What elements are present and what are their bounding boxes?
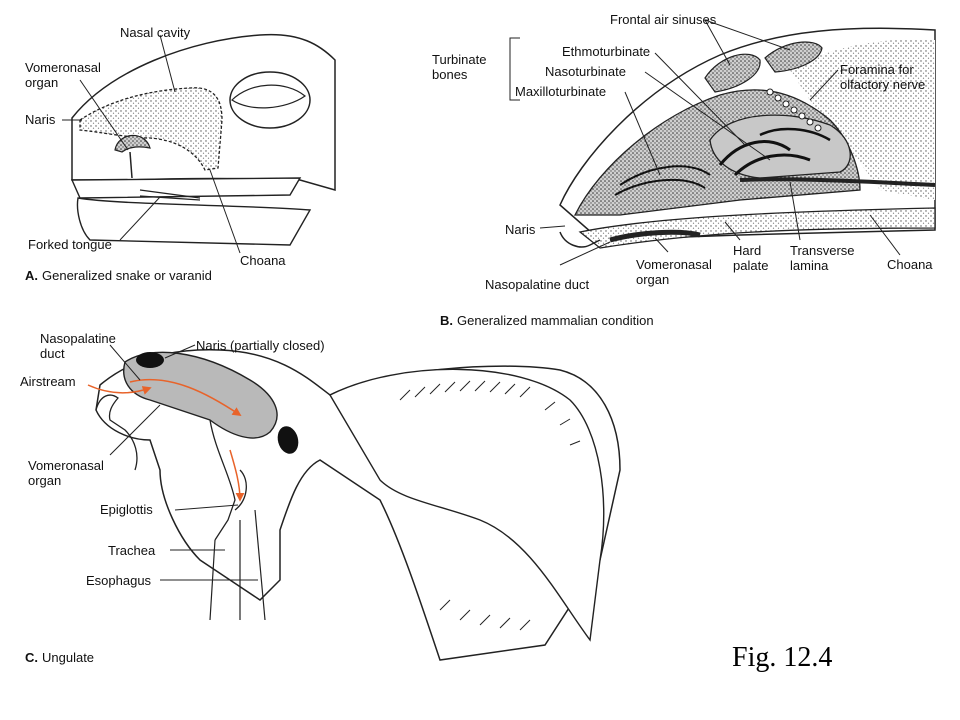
panel-b-drawing <box>509 19 936 266</box>
label-b-ethmoturbinate: Ethmoturbinate <box>562 44 651 59</box>
label-a-vomeronasal-organ: Vomeronasal organ <box>25 60 101 90</box>
hard-palate <box>578 207 936 249</box>
label-b-turbinate-bones: Turbinate bones <box>432 52 487 82</box>
label-b-transverse-lamina: Transverse lamina <box>790 243 855 273</box>
snake-nasal-cavity <box>79 87 223 171</box>
ungulate-naris <box>136 352 164 368</box>
mammal-snout <box>559 231 601 248</box>
snake-forked-tongue <box>139 189 201 201</box>
label-b-naris: Naris <box>505 222 536 237</box>
ungulate-horn <box>329 368 605 642</box>
olfactory-foramina <box>766 88 822 132</box>
ungulate-pharynx <box>209 419 236 541</box>
ungulate-esophagus <box>254 509 266 621</box>
ungulate-eye <box>277 426 299 454</box>
frontal-sinus-1 <box>704 53 761 93</box>
panel-a-drawing <box>62 33 336 254</box>
label-c-vomeronasal-organ: Vomeronasal organ <box>28 458 104 488</box>
label-c-airstream: Airstream <box>20 374 76 389</box>
ungulate-epiglottis <box>234 469 247 511</box>
label-b-frontal-air-sinuses: Frontal air sinuses <box>610 12 717 27</box>
horn-ridges <box>399 380 581 631</box>
ungulate-nasal-cavity <box>123 351 278 439</box>
label-a-naris: Naris <box>25 112 56 127</box>
caption-b: B. Generalized mammalian condition <box>440 313 654 328</box>
label-b-hard-palate: Hard palate <box>733 243 769 273</box>
transverse-lamina <box>739 177 936 187</box>
caption-a-text: Generalized snake or varanid <box>42 268 212 283</box>
label-c-trachea: Trachea <box>108 543 156 558</box>
airstream-arrow-3 <box>229 449 245 502</box>
ethmoturbinate-region <box>709 114 851 179</box>
caption-a: A. Generalized snake or varanid <box>25 268 212 283</box>
mammal-braincase <box>790 39 935 200</box>
caption-c-letter: C. <box>25 650 38 665</box>
panel-c-drawing <box>87 344 621 661</box>
label-b-foramina: Foramina for olfactory nerve <box>840 62 926 92</box>
airstream-arrow-1 <box>87 384 152 395</box>
caption-a-letter: A. <box>25 268 38 283</box>
label-a-nasal-cavity: Nasal cavity <box>120 25 191 40</box>
label-c-esophagus: Esophagus <box>86 573 152 588</box>
label-c-nasopalatine-duct: Nasopalatine duct <box>40 331 116 361</box>
frontal-sinus-2 <box>764 41 823 73</box>
caption-b-text: Generalized mammalian condition <box>457 313 654 328</box>
label-b-nasopalatine-duct: Nasopalatine duct <box>485 277 590 292</box>
label-a-forked-tongue: Forked tongue <box>28 237 112 252</box>
caption-c-text: Ungulate <box>42 650 95 665</box>
label-b-vomeronasal-organ: Vomeronasal organ <box>636 257 712 287</box>
mammal-vomeronasal-organ <box>609 229 701 243</box>
figure-number: Fig. 12.4 <box>732 642 833 673</box>
label-a-choana: Choana <box>240 253 286 268</box>
label-b-choana: Choana <box>887 257 933 272</box>
ungulate-lips <box>95 394 138 471</box>
label-c-epiglottis: Epiglottis <box>100 502 153 517</box>
caption-c: C. Ungulate <box>25 650 94 665</box>
snake-lower-jaw <box>76 197 312 246</box>
airstream-arrow-2 <box>129 378 242 416</box>
caption-b-letter: B. <box>440 313 453 328</box>
label-b-nasoturbinate: Nasoturbinate <box>545 64 626 79</box>
label-c-naris: Naris (partially closed) <box>196 338 325 353</box>
label-b-maxilloturbinate: Maxilloturbinate <box>515 84 607 99</box>
